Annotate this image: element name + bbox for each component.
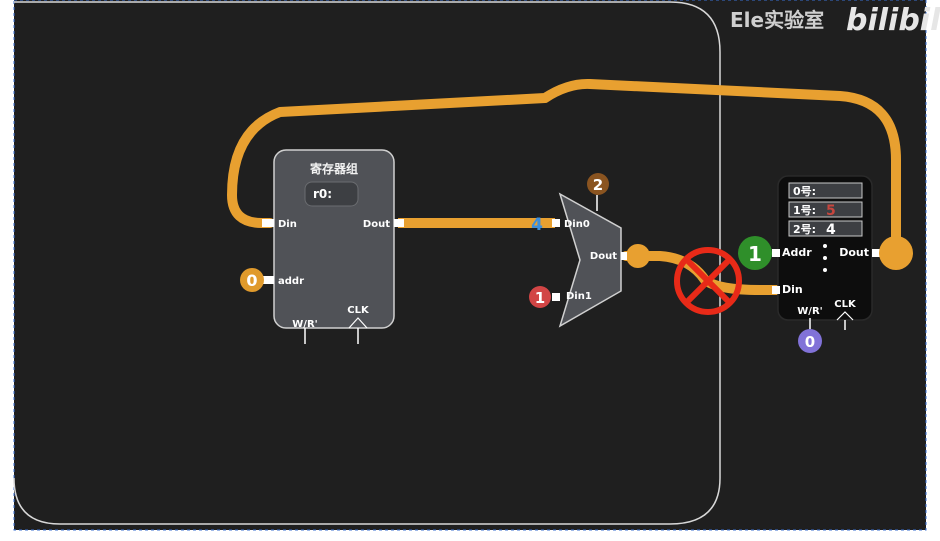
register-file-title: 寄存器组: [310, 161, 358, 176]
register-clk-label: CLK: [347, 305, 370, 316]
mux-din1-label: Din1: [566, 291, 592, 302]
memory-addr-node[interactable]: [738, 236, 772, 270]
memory-row-1-label: 1号:: [793, 204, 816, 217]
memory-wr-value: 0: [805, 333, 815, 351]
cross-icon: [674, 247, 742, 315]
junction-node: [626, 244, 650, 268]
memory[interactable]: 0号: 1号: 5 2号: 4 Addr Dout Din W/R' CLK: [772, 175, 880, 330]
register-clk-triangle: [348, 317, 368, 329]
memory-addr-label: Addr: [782, 246, 812, 259]
register-r0-box: [304, 181, 359, 207]
bilibili-logo: bilibili: [846, 3, 940, 38]
register-addr-pin: [262, 276, 274, 284]
register-addr-node[interactable]: [240, 268, 264, 292]
mux-dout-label: Dout: [590, 251, 617, 262]
memory-dout-node: [879, 236, 913, 270]
memory-ellipsis-dot: [823, 256, 827, 260]
memory-row-0: [788, 182, 863, 199]
memory-addr-pin: [772, 249, 780, 257]
register-r0-label: r0:: [313, 187, 332, 201]
memory-row-2: [788, 220, 863, 237]
memory-row-1-value: 5: [826, 203, 836, 219]
memory-wr-label: W/R': [797, 306, 822, 317]
memory-clk-label: CLK: [834, 299, 857, 310]
mux-dout-pin: [621, 252, 627, 260]
register-addr-value: 0: [246, 271, 257, 290]
memory-clk-triangle: [836, 311, 854, 321]
mux-wire-value: 4: [531, 215, 543, 235]
register-din-pin: [262, 219, 274, 227]
multiplexer[interactable]: Din0 Din1 Dout: [552, 192, 627, 328]
memory-addr-value: 1: [748, 242, 762, 266]
mux-din0-pin: [552, 219, 560, 227]
register-addr-label: addr: [278, 276, 304, 287]
feedback-wire: [227, 78, 901, 258]
register-dout-label: Dout: [363, 219, 390, 230]
memory-wr-node[interactable]: [798, 329, 822, 353]
memory-row-2-value: 4: [826, 222, 836, 238]
mux-din1-value: 1: [535, 289, 545, 307]
mux-din1-pin: [552, 293, 560, 301]
mux-body: [558, 192, 622, 328]
register-file-body: [273, 149, 395, 329]
watermark-text: Ele实验室: [730, 8, 824, 32]
register-dout-pin: [394, 219, 404, 227]
memory-row-1: [788, 201, 863, 218]
memory-ellipsis-dot: [823, 268, 827, 272]
memory-row-0-label: 0号:: [793, 185, 816, 198]
memory-dout-pin: [872, 249, 880, 257]
selection-border: [13, 0, 927, 531]
memory-dout-label: Dout: [839, 246, 869, 259]
mux-select-node[interactable]: [587, 173, 609, 195]
mux-select-value: 2: [593, 176, 603, 194]
memory-din-pin: [772, 286, 780, 294]
memory-row-2-label: 2号:: [793, 223, 816, 236]
memory-ellipsis-dot: [823, 244, 827, 248]
register-din-label: Din: [278, 219, 297, 230]
register-file[interactable]: 寄存器组 r0: Din Dout addr W/R' CLK: [262, 149, 404, 344]
mux-din0-label: Din0: [564, 219, 590, 230]
memory-din-label: Din: [782, 283, 803, 296]
group-outline: [13, 1, 721, 525]
register-wr-label: W/R': [292, 319, 317, 330]
mux-din1-node[interactable]: [529, 286, 551, 308]
